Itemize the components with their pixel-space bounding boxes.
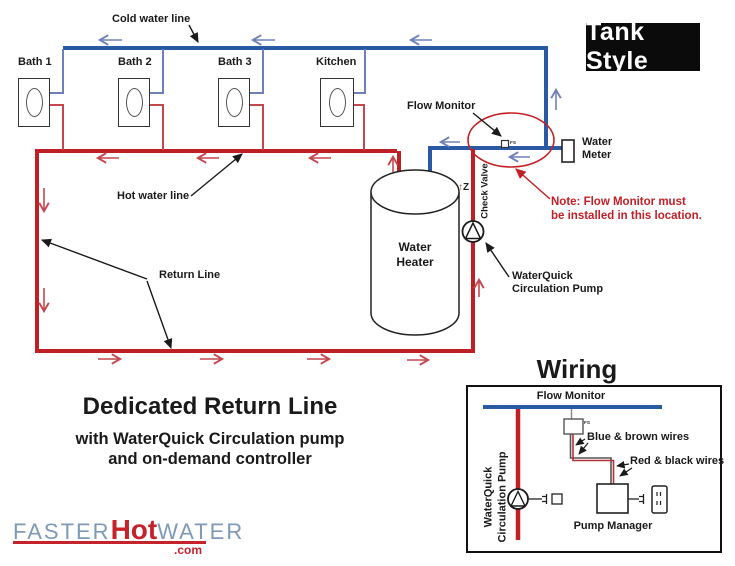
water-heater-tank-body <box>370 192 460 336</box>
wiring-cord-socket <box>551 493 563 505</box>
check-valve-label: Check Valve <box>479 163 491 219</box>
flow-monitor-note: Note: Flow Monitor must be installed in … <box>551 195 702 223</box>
hot-flow-arrows <box>38 152 485 366</box>
flow-sensor-fs-tag: FS <box>510 141 517 146</box>
note-line2: be installed in this location. <box>551 210 702 223</box>
fixture-hot-stubs <box>48 104 365 150</box>
plug-icon <box>542 494 548 504</box>
fixture-oval <box>328 88 346 117</box>
pump-label-line2: Circulation Pump <box>512 282 604 295</box>
logo-water: WATER <box>157 519 245 544</box>
wiring-pump-triangle <box>509 489 527 507</box>
wiring-section-title: Wiring <box>536 354 618 384</box>
water-meter-label-line2: Meter <box>582 148 612 161</box>
wiring-pump-label: WaterQuick Circulation Pump <box>482 451 511 542</box>
wiring-fs-tag: FS <box>584 421 591 426</box>
note-callout-arrow <box>515 168 551 200</box>
logo-dot-com: .com <box>174 543 203 557</box>
logo-underline <box>13 541 206 544</box>
diagram-title-block: Dedicated Return Line with WaterQuick Ci… <box>44 393 376 469</box>
blue-brown-wires-label: Blue & brown wires <box>587 431 690 443</box>
logo-faster: FASTER <box>13 519 111 544</box>
pump-manager-label: Pump Manager <box>573 520 653 532</box>
diagram-title: Dedicated Return Line <box>82 393 338 420</box>
red-black-wires-arrow <box>616 460 630 469</box>
check-valve-arrow: ↑ <box>458 182 463 193</box>
wiring-flow-monitor-label: Flow Monitor <box>536 390 606 402</box>
wiring-signal-wire-red <box>572 434 615 484</box>
diagram-subtitle-1: with WaterQuick Circulation pump <box>75 430 345 448</box>
fixture-kitchen <box>320 78 354 127</box>
cold-water-line-label: Cold water line <box>112 13 191 25</box>
tank-style-badge-label: Tank Style <box>586 18 649 75</box>
wiring-pump-label-line1: WaterQuick <box>482 466 495 528</box>
water-meter-label: Water Meter <box>582 136 612 162</box>
fixture-bath-2 <box>118 78 150 127</box>
wiring-pump-label-line2: Circulation Pump <box>497 451 509 543</box>
water-heater-tank-top <box>370 169 460 215</box>
return-line-callout-arrow <box>40 238 148 280</box>
cold-water-pipe <box>63 46 563 178</box>
fixture-oval <box>225 88 243 117</box>
water-meter-symbol <box>561 139 575 163</box>
hot-water-callout-arrow <box>190 153 243 197</box>
cold-water-callout-arrow <box>188 24 199 43</box>
check-valve-z: Z <box>463 182 470 193</box>
water-meter-label-line1: Water <box>582 136 613 148</box>
pump-callout-arrow <box>485 242 510 278</box>
red-black-wires-arrow <box>619 467 633 477</box>
circulation-pump-symbol <box>461 220 485 243</box>
flow-monitor-callout-arrow <box>472 112 502 137</box>
circulation-pump-label: WaterQuick Circulation Pump <box>512 270 603 296</box>
flow-monitor-sensor <box>500 139 510 149</box>
wiring-annotation-arrows <box>575 437 633 477</box>
check-valve-glyph: ↑Z <box>458 182 469 193</box>
flow-monitor-highlight-ellipse <box>467 112 555 168</box>
wiring-box <box>466 385 722 553</box>
fixture-oval <box>25 88 43 117</box>
plug-icon <box>639 494 645 504</box>
red-black-wires-label: Red & black wires <box>630 455 725 467</box>
fixture-bath-1 <box>18 78 50 127</box>
pump-label-line1: WaterQuick <box>512 270 573 282</box>
blue-brown-wires-arrow <box>575 437 586 446</box>
logo-hot: Hot <box>110 514 158 545</box>
hot-water-line-label: Hot water line <box>117 190 190 202</box>
water-heater-label: Water Heater <box>385 240 445 270</box>
fixture-label-kitchen: Kitchen <box>316 56 357 68</box>
fixture-label-bath-3: Bath 3 <box>218 56 252 68</box>
return-line-label: Return Line <box>159 269 221 281</box>
fixture-bath-3 <box>218 78 250 127</box>
fixture-cold-stubs <box>48 49 366 94</box>
pump-manager-box <box>596 483 629 514</box>
wall-outlet-icon <box>651 485 668 514</box>
blue-brown-wires-arrow <box>578 442 589 455</box>
water-heater-label-line1: Water <box>398 240 432 254</box>
cold-flow-arrows <box>97 34 562 163</box>
flow-monitor-label: Flow Monitor <box>407 100 476 112</box>
fixture-label-bath-1: Bath 1 <box>18 56 52 68</box>
note-line1: Note: Flow Monitor must <box>551 196 686 208</box>
outlet-slots <box>656 492 662 505</box>
circulation-pump-triangle <box>464 221 482 240</box>
fixture-label-bath-2: Bath 2 <box>118 56 152 68</box>
annotation-arrows <box>40 24 510 350</box>
wiring-signal-wire-gray <box>569 434 612 484</box>
fixture-oval <box>125 88 143 117</box>
water-heater-label-line2: Heater <box>396 255 434 269</box>
diagram-subtitle-2: and on-demand controller <box>108 450 312 469</box>
return-line-callout-arrow <box>146 280 173 350</box>
tank-style-badge: Tank Style <box>586 18 700 75</box>
